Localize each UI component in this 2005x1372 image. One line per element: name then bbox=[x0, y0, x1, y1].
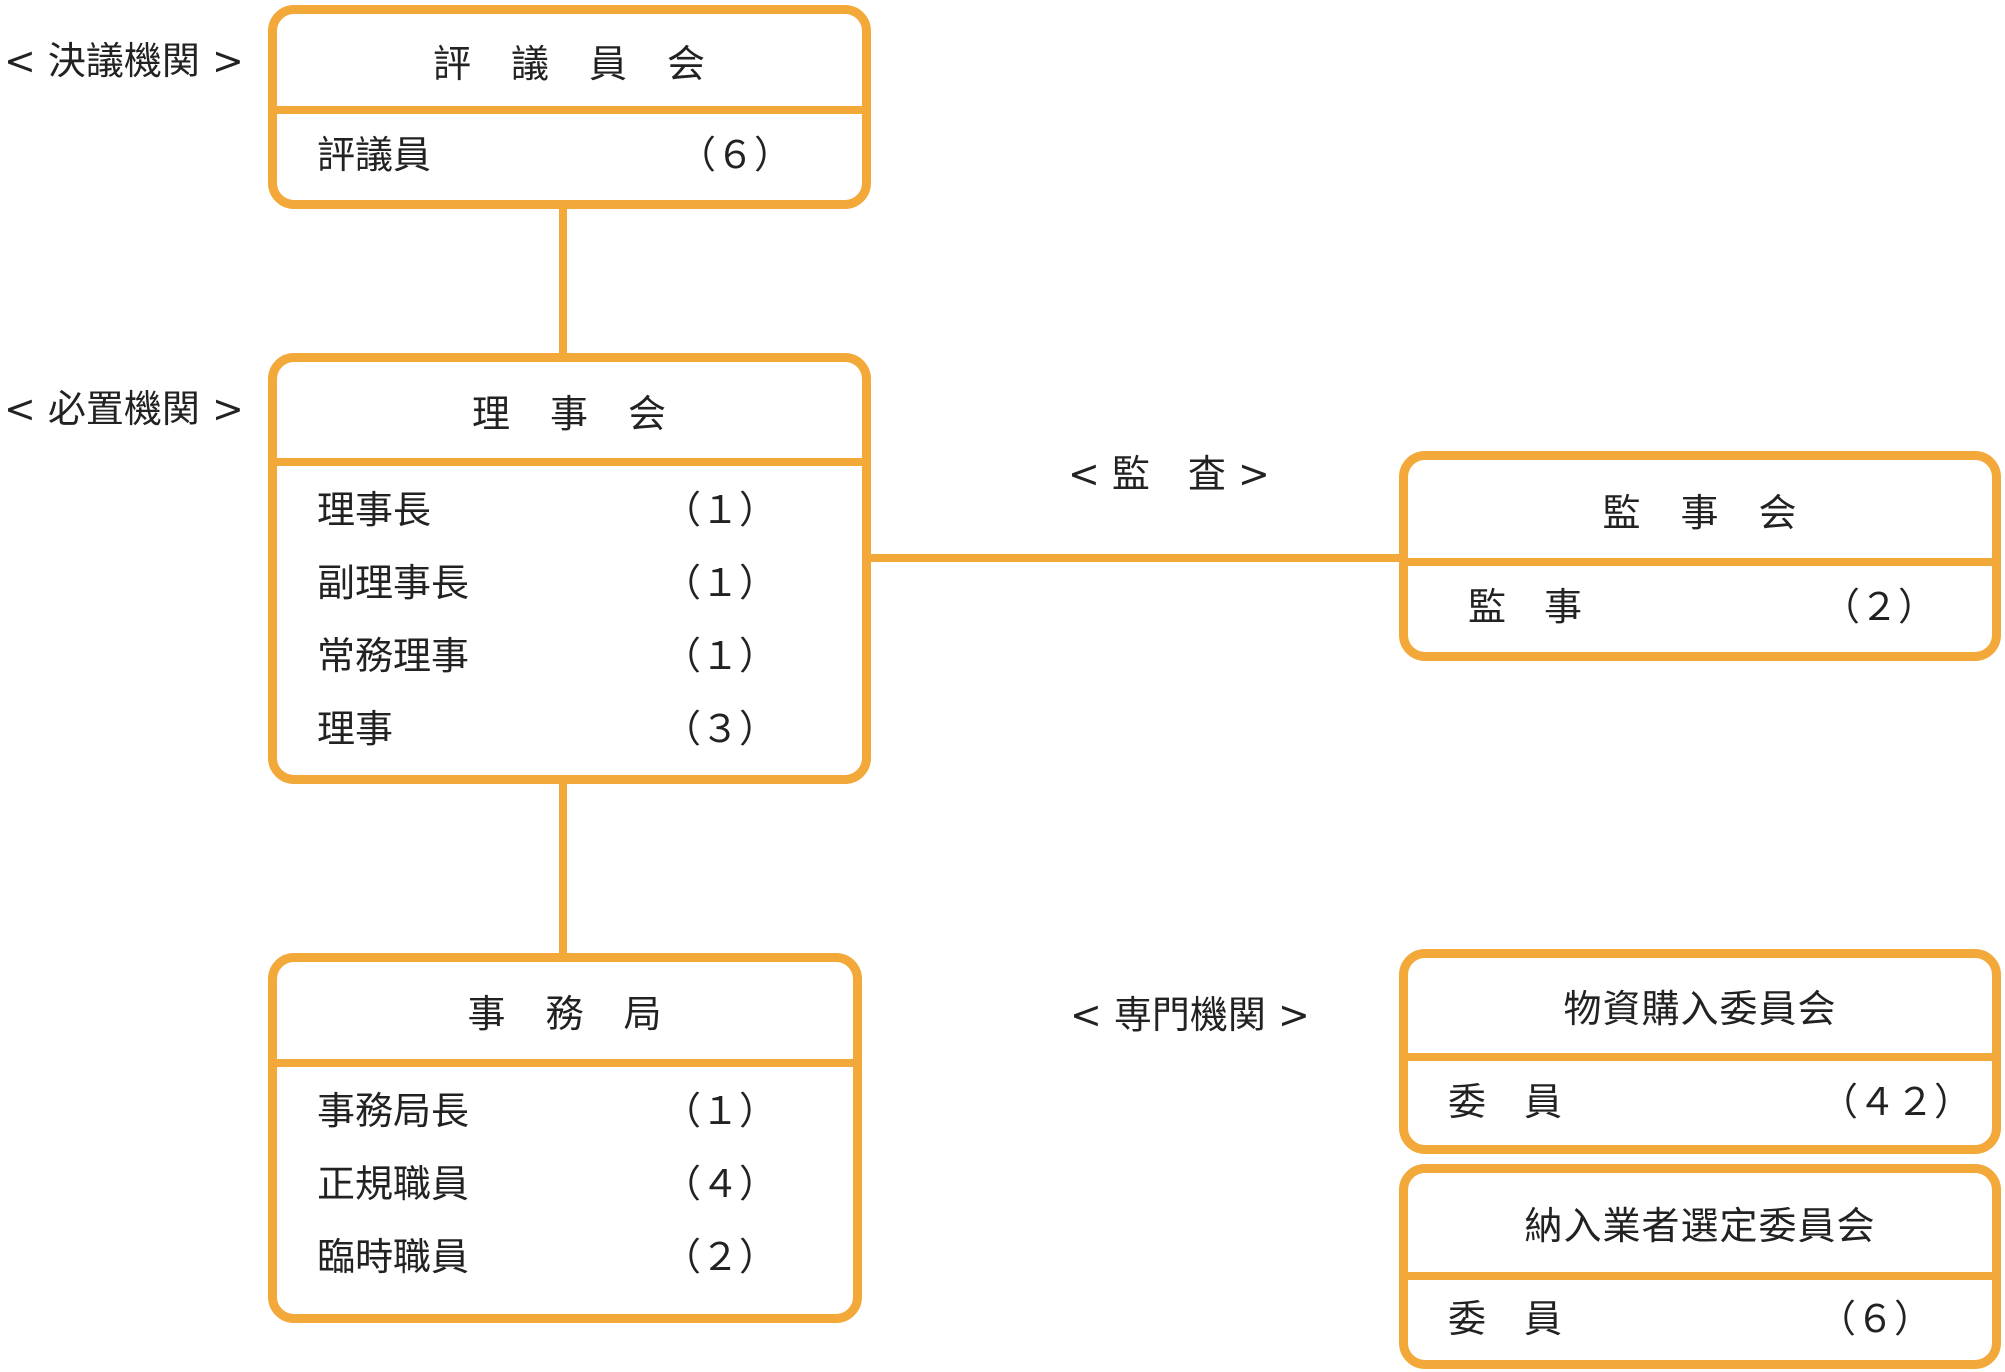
vendor-committee-box: 納入業者選定委員会 委 員 （６） bbox=[1399, 1164, 2001, 1369]
auditors-box: 監 事 会 監 事 （２） bbox=[1399, 451, 2001, 661]
procurement-committee-title: 物資購入委員会 bbox=[1408, 958, 1992, 1061]
connector-councillors-board bbox=[559, 205, 567, 353]
member-count: （６） bbox=[1817, 1297, 1932, 1341]
label-decision-body: < 決議機関 > bbox=[4, 39, 244, 83]
member-count: （１） bbox=[662, 634, 777, 678]
role-label: 副理事長 bbox=[317, 561, 470, 605]
label-audit: < 監 査 > bbox=[1068, 452, 1270, 496]
list-item: 理事長 （１） bbox=[317, 491, 777, 529]
role-label: 理事 bbox=[317, 707, 394, 751]
councillors-title: 評 議 員 会 bbox=[277, 14, 862, 114]
role-label: 委 員 bbox=[1448, 1080, 1563, 1124]
member-count: （３） bbox=[662, 707, 777, 751]
list-item: 臨時職員 （２） bbox=[317, 1238, 777, 1276]
role-label: 監 事 bbox=[1468, 585, 1583, 629]
member-count: （２） bbox=[1821, 585, 1936, 629]
member-count: （１） bbox=[662, 1089, 777, 1133]
member-count: （２） bbox=[662, 1235, 777, 1279]
member-count: （１） bbox=[662, 488, 777, 532]
list-item: 委 員 （４２） bbox=[1448, 1083, 1972, 1121]
role-label: 常務理事 bbox=[317, 634, 470, 678]
role-label: 理事長 bbox=[317, 488, 432, 532]
list-item: 評議員 （６） bbox=[317, 136, 792, 174]
label-special-body: < 専門機関 > bbox=[1070, 993, 1310, 1037]
role-label: 正規職員 bbox=[317, 1162, 470, 1206]
secretariat-box: 事 務 局 事務局長 （１） 正規職員 （４） 臨時職員 （２） bbox=[268, 953, 862, 1323]
board-title: 理 事 会 bbox=[277, 362, 862, 466]
list-item: 監 事 （２） bbox=[1468, 588, 1936, 626]
list-item: 理事 （３） bbox=[317, 710, 777, 748]
list-item: 委 員 （６） bbox=[1448, 1300, 1932, 1338]
list-item: 正規職員 （４） bbox=[317, 1165, 777, 1203]
list-item: 常務理事 （１） bbox=[317, 637, 777, 675]
list-item: 事務局長 （１） bbox=[317, 1092, 777, 1130]
role-label: 評議員 bbox=[317, 133, 432, 177]
role-label: 委 員 bbox=[1448, 1297, 1563, 1341]
label-required-body: < 必置機関 > bbox=[4, 387, 244, 431]
member-count: （６） bbox=[677, 133, 792, 177]
connector-board-secretariat bbox=[559, 780, 567, 956]
member-count: （１） bbox=[662, 561, 777, 605]
connector-board-auditors bbox=[867, 554, 1407, 562]
member-count: （４） bbox=[662, 1162, 777, 1206]
role-label: 事務局長 bbox=[317, 1089, 470, 1133]
role-label: 臨時職員 bbox=[317, 1235, 470, 1279]
board-box: 理 事 会 理事長 （１） 副理事長 （１） 常務理事 （１） 理事 （３） bbox=[268, 353, 871, 784]
list-item: 副理事長 （１） bbox=[317, 564, 777, 602]
procurement-committee-box: 物資購入委員会 委 員 （４２） bbox=[1399, 949, 2001, 1154]
member-count: （４２） bbox=[1819, 1080, 1972, 1124]
secretariat-title: 事 務 局 bbox=[277, 962, 853, 1067]
councillors-box: 評 議 員 会 評議員 （６） bbox=[268, 5, 871, 209]
vendor-committee-title: 納入業者選定委員会 bbox=[1408, 1173, 1992, 1280]
auditors-title: 監 事 会 bbox=[1408, 460, 1992, 566]
